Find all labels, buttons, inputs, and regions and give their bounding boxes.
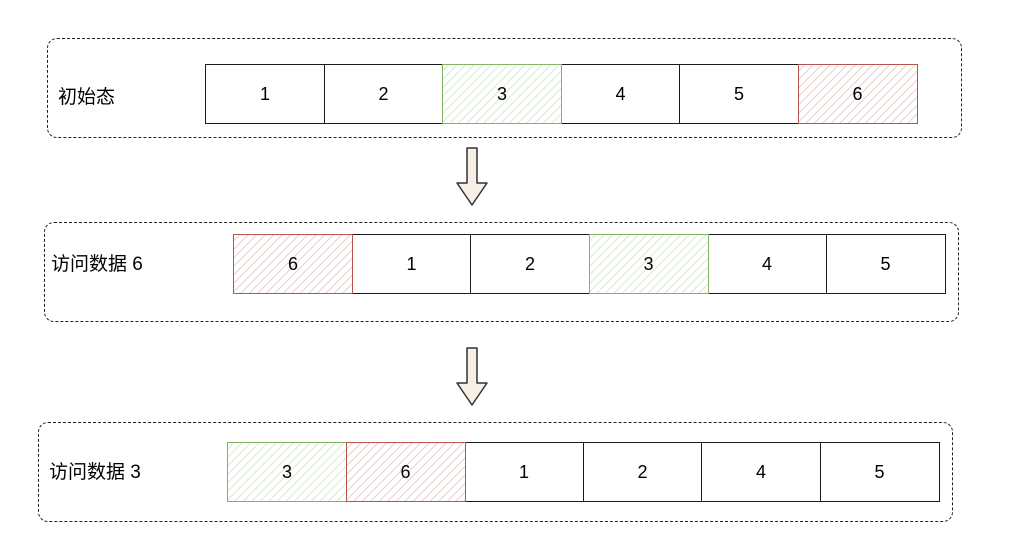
panel-access-3: 访问数据 3 xyxy=(38,422,953,522)
cell-value: 4 xyxy=(761,253,772,274)
cell-value: 1 xyxy=(259,83,270,104)
cell-value: 6 xyxy=(852,83,863,104)
cell-value: 2 xyxy=(378,83,389,104)
cache-cell: 5 xyxy=(819,442,940,502)
cell-value: 2 xyxy=(637,461,648,482)
panel-label: 访问数据 6 xyxy=(51,254,143,275)
cache-cell-highlight-green: 3 xyxy=(588,234,709,294)
cell-value: 5 xyxy=(874,461,885,482)
cache-cell: 2 xyxy=(582,442,703,502)
panel-initial-state: 初始态 xyxy=(47,38,962,138)
cell-value: 6 xyxy=(400,461,411,482)
panel-label: 初始态 xyxy=(58,87,116,108)
cache-row-initial: 1 2 3 4 5 6 xyxy=(205,64,918,124)
cache-row-access-3: 3 6 1 2 4 5 xyxy=(227,442,940,502)
cell-value: 3 xyxy=(281,461,292,482)
cache-cell: 1 xyxy=(205,64,325,124)
cell-value: 5 xyxy=(880,253,891,274)
panel-access-6: 访问数据 6 xyxy=(44,222,959,322)
cache-cell-highlight-green: 3 xyxy=(227,442,347,502)
cell-value: 3 xyxy=(643,253,654,274)
cell-value: 4 xyxy=(615,83,626,104)
cache-cell: 5 xyxy=(825,234,946,294)
cell-value: 4 xyxy=(755,461,766,482)
cache-cell-highlight-red: 6 xyxy=(233,234,353,294)
cache-cell: 4 xyxy=(707,234,827,294)
cache-cell: 2 xyxy=(470,234,590,294)
cache-cell: 4 xyxy=(560,64,681,124)
cache-cell: 1 xyxy=(464,442,584,502)
cell-value: 6 xyxy=(287,253,298,274)
down-arrow-icon xyxy=(456,347,488,406)
cache-cell-highlight-red: 6 xyxy=(345,442,466,502)
panel-label: 访问数据 3 xyxy=(49,462,141,483)
cache-cell-highlight-green: 3 xyxy=(442,64,562,124)
cache-cell-highlight-red: 6 xyxy=(797,64,918,124)
cell-value: 2 xyxy=(524,253,535,274)
cache-cell: 5 xyxy=(679,64,799,124)
cell-value: 3 xyxy=(496,83,507,104)
cache-cell: 2 xyxy=(323,64,444,124)
cache-cell: 1 xyxy=(351,234,472,294)
cache-cell: 4 xyxy=(701,442,821,502)
down-arrow-icon xyxy=(456,147,488,206)
cell-value: 1 xyxy=(406,253,417,274)
cache-row-access-6: 6 1 2 3 4 5 xyxy=(233,234,946,294)
cell-value: 5 xyxy=(733,83,744,104)
cell-value: 1 xyxy=(518,461,529,482)
